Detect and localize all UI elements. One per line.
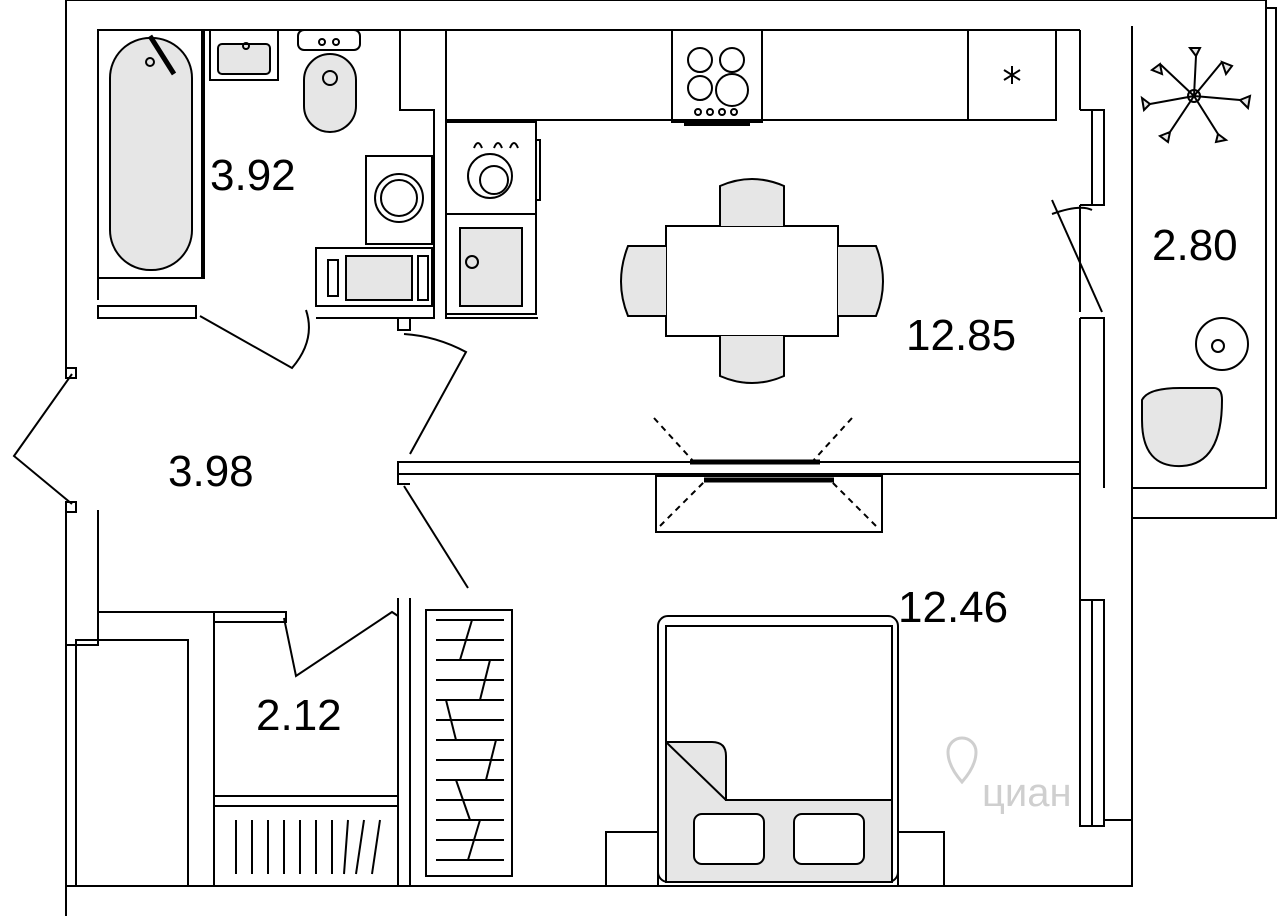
bathtub	[109, 37, 193, 271]
pillow	[693, 813, 765, 865]
bathroom-door	[199, 309, 310, 370]
room-area-storage: 2.12	[256, 691, 342, 740]
storage-shelving	[213, 795, 399, 887]
dining-table	[665, 225, 839, 337]
wardrobe	[425, 609, 513, 877]
balcony-chair	[1141, 387, 1224, 468]
watermark: циан	[946, 736, 1072, 815]
bathroom-fixtures	[97, 29, 433, 307]
cabinet	[315, 247, 433, 307]
closet	[75, 639, 189, 887]
kitchen-fixtures	[445, 29, 1057, 384]
kitchen-sink	[445, 213, 537, 315]
dishwasher	[445, 121, 537, 215]
room-area-kitchen: 12.85	[906, 311, 1016, 360]
room-area-bedroom: 12.46	[898, 583, 1008, 632]
room-area-hallway: 3.98	[168, 447, 254, 496]
stove	[671, 29, 763, 123]
bedroom-furniture	[425, 609, 945, 887]
washing-machine	[365, 155, 433, 245]
room-area-balcony: 2.80	[1152, 221, 1238, 270]
tv-unit	[653, 417, 883, 533]
fridge	[967, 29, 1057, 121]
bedroom-door	[403, 485, 469, 589]
balcony-table	[1195, 317, 1249, 371]
storage-door	[283, 610, 399, 678]
doors	[12, 309, 469, 678]
room-area-bathroom: 3.92	[210, 151, 296, 200]
toilet	[303, 53, 357, 133]
plant-icon	[1140, 47, 1252, 144]
kitchen-door	[403, 333, 468, 455]
nightstand	[605, 831, 659, 887]
nightstand	[897, 831, 945, 887]
balcony-fixtures	[1140, 47, 1252, 468]
sink	[209, 29, 279, 81]
entrance-door	[12, 373, 73, 505]
watermark-text: циан	[982, 771, 1072, 815]
pillow	[793, 813, 865, 865]
